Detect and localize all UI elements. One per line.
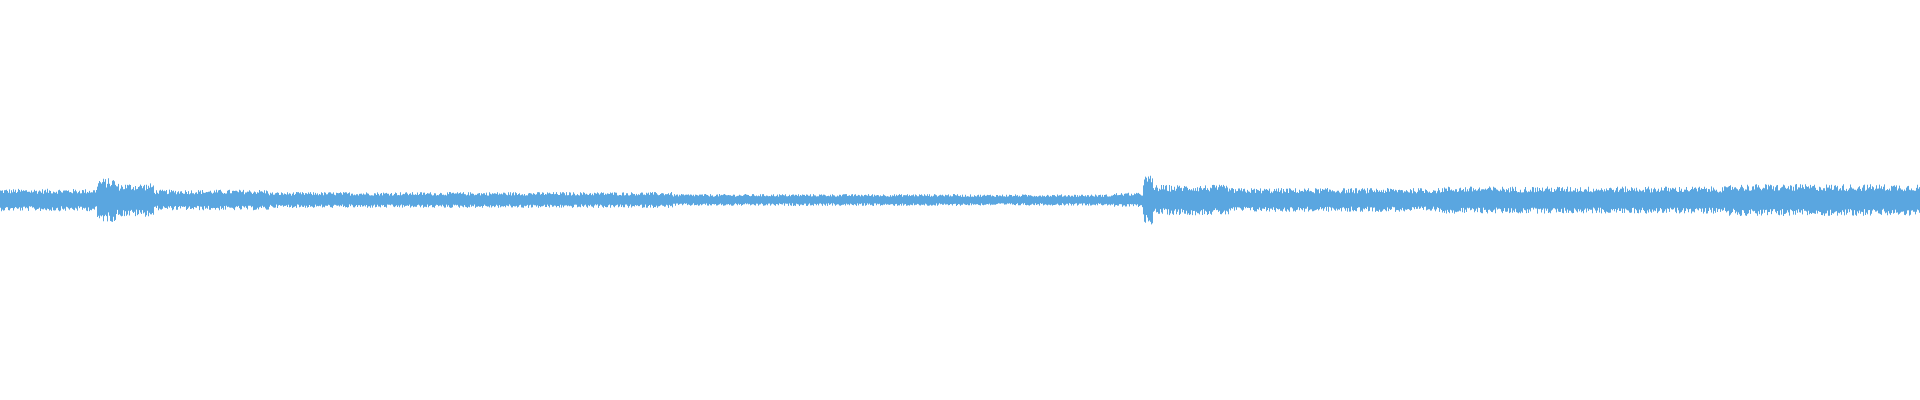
waveform-canvas <box>0 0 1920 400</box>
audio-waveform[interactable] <box>0 0 1920 400</box>
